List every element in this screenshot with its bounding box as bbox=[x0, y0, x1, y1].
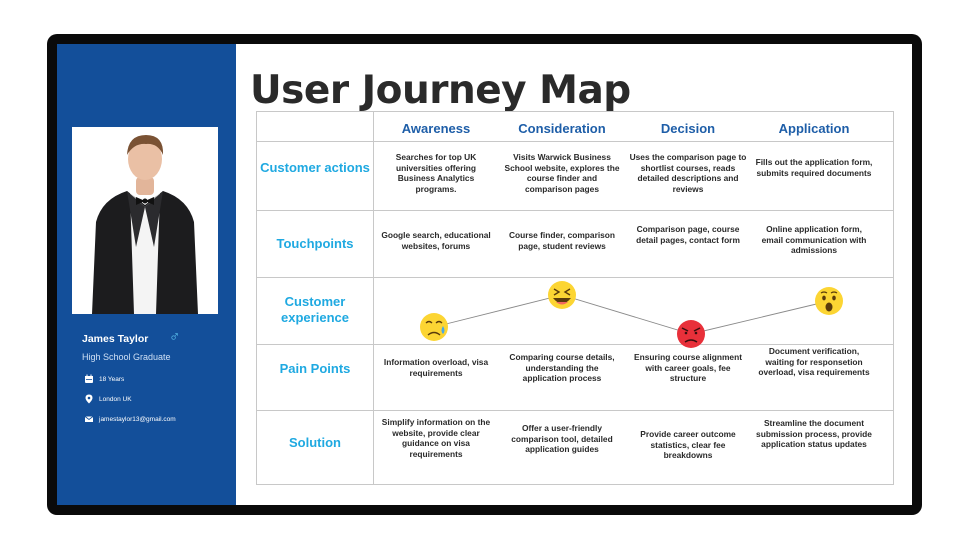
age-row: 18 Years bbox=[84, 374, 124, 384]
table-cell: Information overload, visa requirements bbox=[383, 357, 489, 378]
email-text[interactable]: jamestaylor13@gmail.com bbox=[99, 415, 176, 423]
calendar-icon bbox=[84, 374, 94, 384]
table-cell: Visits Warwick Business School website, … bbox=[504, 152, 620, 194]
stage-header: Consideration bbox=[518, 121, 606, 136]
row-header-touchpoints: Touchpoints bbox=[276, 236, 354, 251]
experience-curve bbox=[257, 112, 895, 486]
row-header-actions: Customer actions bbox=[260, 160, 370, 175]
profile-name: James Taylor bbox=[82, 333, 149, 345]
male-icon: ♂ bbox=[169, 328, 181, 345]
stage-header: Decision bbox=[660, 121, 716, 136]
age-text: 18 Years bbox=[99, 375, 125, 383]
table-cell: Provide career outcome statistics, clear… bbox=[640, 429, 736, 461]
profile-role: High School Graduate bbox=[82, 352, 171, 362]
table-cell: Online application form, email communica… bbox=[761, 224, 867, 256]
row-divider bbox=[257, 344, 893, 345]
table-cell: Simplify information on the website, pro… bbox=[381, 417, 491, 459]
table-cell: Searches for top UK universities offerin… bbox=[395, 152, 477, 194]
laughing-face-icon bbox=[548, 281, 576, 309]
row-header-experience: Customer experience bbox=[281, 294, 349, 325]
stage-header: Application bbox=[778, 121, 850, 136]
table-cell: Course finder, comparison page, student … bbox=[508, 230, 616, 251]
angry-face-icon bbox=[677, 320, 705, 348]
row-divider bbox=[257, 277, 893, 278]
surprised-face-icon bbox=[815, 287, 843, 315]
row-header-solution: Solution bbox=[289, 435, 341, 450]
stage-header: Awareness bbox=[401, 121, 471, 136]
table-cell: Comparison page, course detail pages, co… bbox=[636, 224, 740, 245]
slide: James Taylor ♂ High School Graduate 18 Y… bbox=[57, 44, 912, 505]
table-cell: Google search, educational websites, for… bbox=[381, 230, 491, 251]
table-cell: Uses the comparison page to shortlist co… bbox=[629, 152, 747, 194]
table-cell: Comparing course details, understanding … bbox=[509, 352, 615, 384]
email-row: jamestaylor13@gmail.com bbox=[84, 414, 176, 424]
row-divider bbox=[257, 410, 893, 411]
page-title: User Journey Map bbox=[250, 68, 631, 113]
table-cell: Fills out the application form, submits … bbox=[755, 157, 873, 178]
mail-icon bbox=[84, 414, 94, 424]
location-text: London UK bbox=[99, 395, 132, 403]
table-cell: Document verification, waiting for respo… bbox=[758, 346, 870, 378]
table-cell: Streamline the document submission proce… bbox=[756, 418, 872, 450]
table-cell: Ensuring course alignment with career go… bbox=[634, 352, 742, 384]
device-frame: James Taylor ♂ High School Graduate 18 Y… bbox=[47, 34, 922, 515]
row-header-divider bbox=[373, 112, 374, 484]
profile-photo bbox=[72, 127, 218, 314]
table-cell: Offer a user-friendly comparison tool, d… bbox=[511, 423, 613, 455]
row-divider bbox=[257, 210, 893, 211]
row-header-pain-points: Pain Points bbox=[279, 361, 351, 376]
row-divider bbox=[257, 141, 893, 142]
sad-face-icon bbox=[420, 313, 448, 341]
profile-sidebar: James Taylor ♂ High School Graduate 18 Y… bbox=[57, 44, 236, 505]
location-row: London UK bbox=[84, 394, 132, 404]
journey-table: Awareness Consideration Decision Applica… bbox=[256, 111, 894, 485]
location-pin-icon bbox=[84, 394, 94, 404]
